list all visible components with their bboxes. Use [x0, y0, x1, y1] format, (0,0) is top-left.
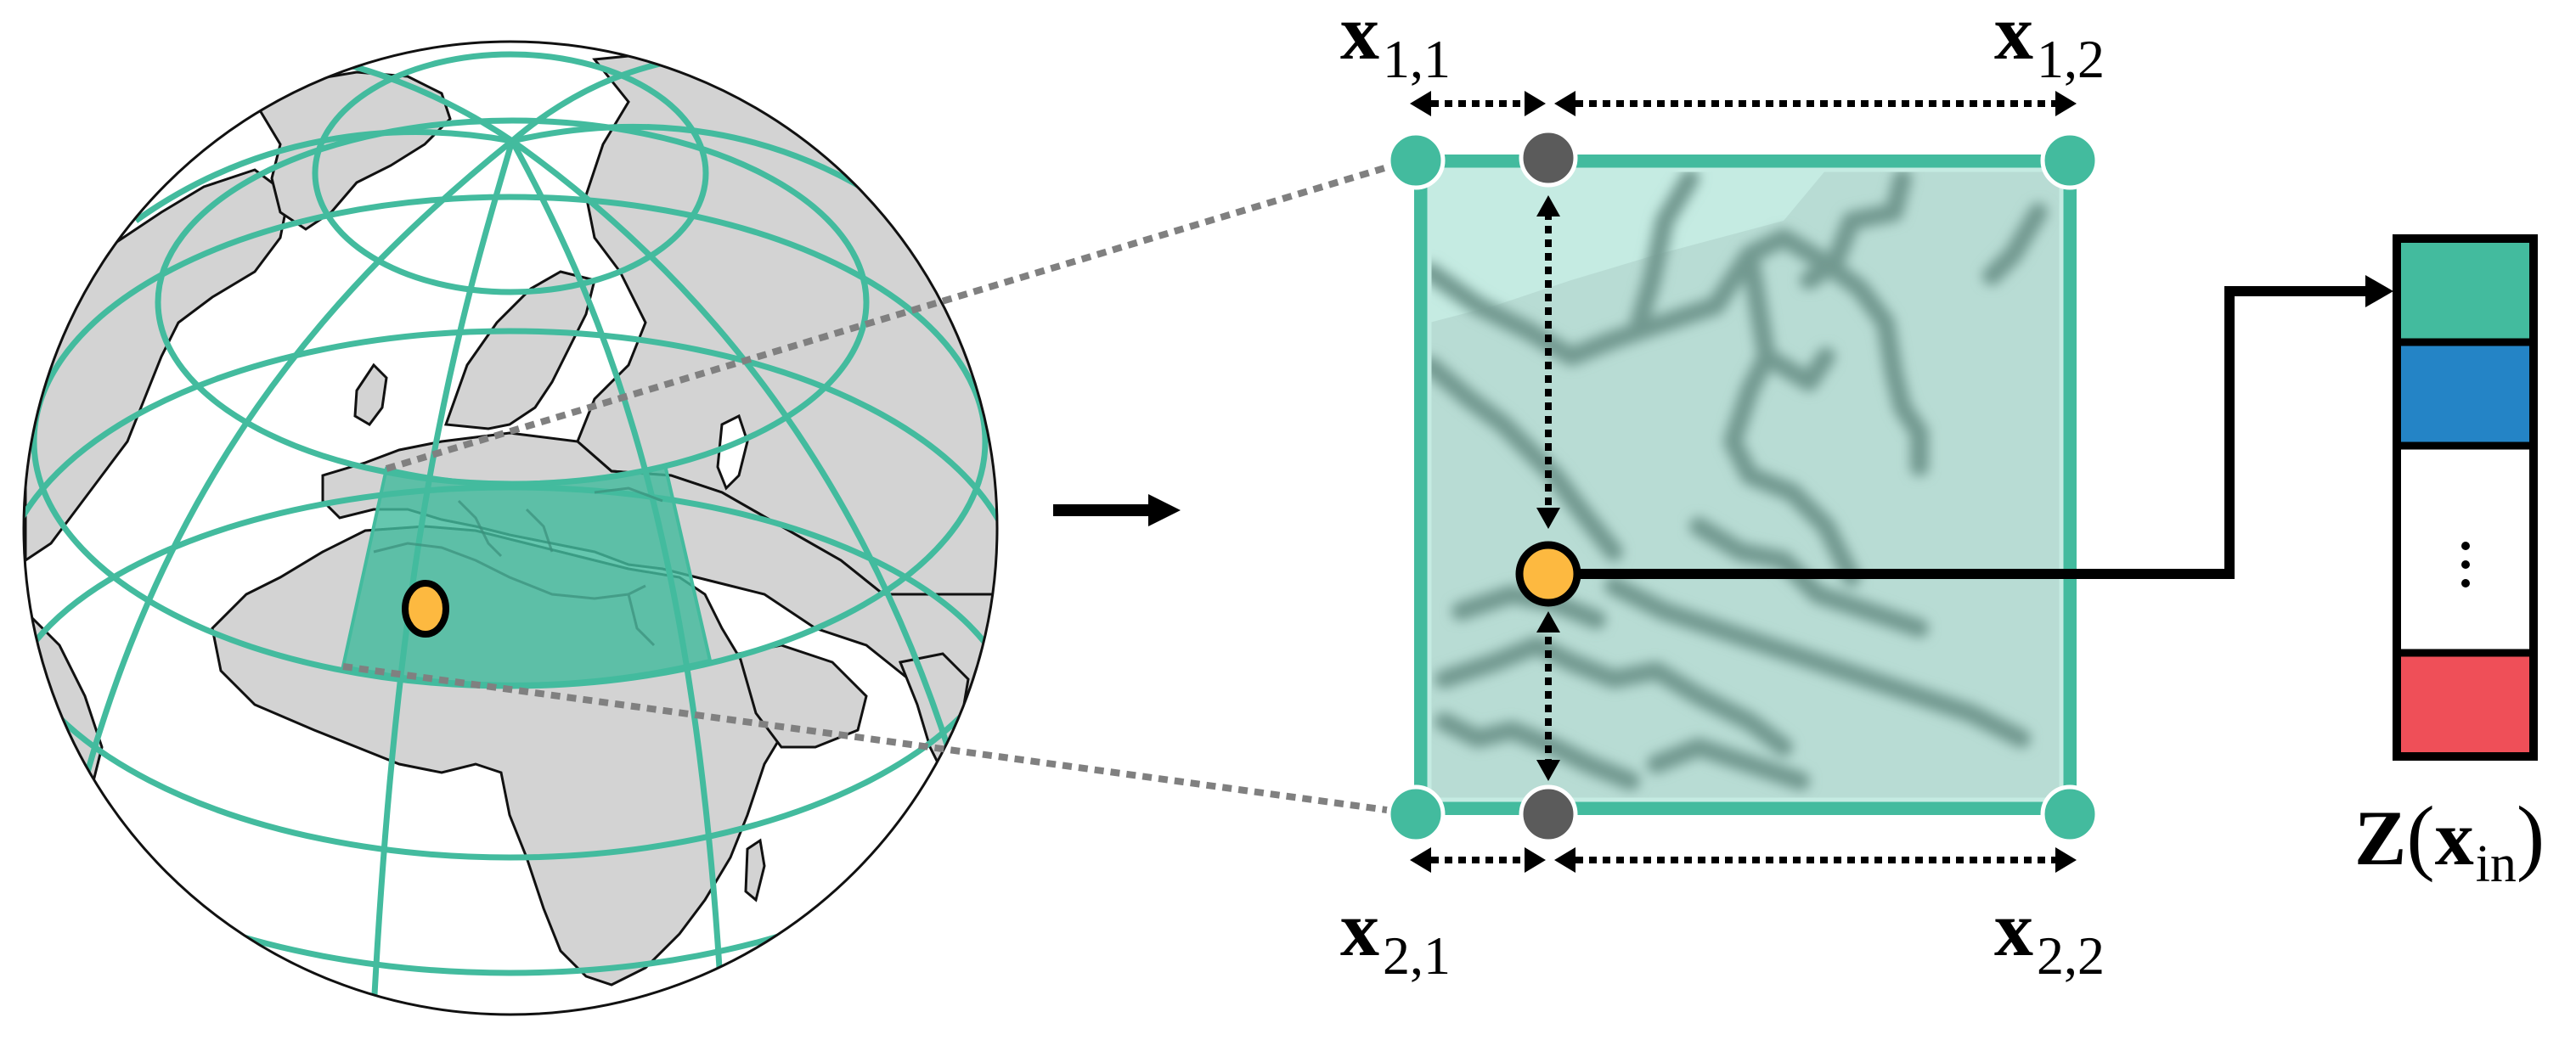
corner-node-x22[interactable] — [2040, 784, 2100, 844]
meridian-1 — [370, 140, 516, 1011]
label-z-arg-base: x — [2434, 795, 2474, 881]
caspian-sea — [716, 413, 749, 491]
label-x11-sub: 1,1 — [1383, 29, 1451, 89]
patch-frame — [1414, 155, 2077, 815]
feature-cell-blue — [2397, 344, 2534, 444]
label-x21: x2,1 — [1340, 890, 1451, 983]
meridian-4 — [510, 138, 972, 816]
label-x11-base: x — [1340, 0, 1379, 76]
globe-query-point[interactable] — [402, 580, 449, 638]
label-x12-sub: 1,2 — [2037, 29, 2105, 89]
patch-query-point[interactable] — [1515, 541, 1581, 607]
label-x11: x1,1 — [1340, 0, 1451, 87]
feature-cell-red — [2397, 655, 2534, 756]
transition-arrow — [1053, 494, 1181, 526]
feature-connector — [1580, 286, 2370, 579]
corner-node-x11[interactable] — [1386, 131, 1446, 190]
distance-arrow-vertical-top — [1536, 195, 1560, 529]
label-x22-sub: 2,2 — [2037, 925, 2105, 986]
distance-arrow-vertical-bottom — [1536, 611, 1560, 781]
distance-arrow-top-right — [1554, 91, 2077, 116]
label-x12: x1,2 — [1994, 0, 2105, 87]
corner-node-x21[interactable] — [1386, 784, 1446, 844]
patch-map-texture — [1429, 170, 2061, 800]
label-z-arg-sub: in — [2475, 835, 2517, 893]
feature-vector — [2393, 234, 2538, 761]
corner-node-x12[interactable] — [2040, 131, 2100, 190]
label-feature-vector: Z(xin) — [2354, 794, 2545, 891]
edge-node-top[interactable] — [1519, 128, 1578, 188]
label-z-func: Z — [2354, 795, 2407, 881]
ellipsis-dot-1 — [2461, 542, 2470, 550]
globe-outline — [22, 40, 999, 1016]
projection-line-top — [385, 162, 1395, 472]
land-british-isles — [353, 363, 388, 426]
feature-vector-frame — [2393, 234, 2538, 761]
distance-arrow-bottom-left — [1410, 847, 1546, 873]
globe — [22, 40, 999, 1016]
ellipsis-dot-2 — [2461, 560, 2470, 569]
feature-connector-arrowhead — [2365, 275, 2393, 307]
label-x22-base: x — [1994, 885, 2033, 972]
latitude-line-1 — [312, 51, 709, 295]
latitude-line-4 — [24, 328, 997, 861]
distance-arrow-top-left — [1410, 91, 1546, 116]
land-scandinavia — [443, 270, 596, 430]
label-x21-base: x — [1340, 885, 1379, 972]
meridian-7 — [133, 129, 513, 223]
ellipsis-dot-3 — [2461, 579, 2470, 587]
label-x12-base: x — [1994, 0, 2033, 76]
label-x21-sub: 2,1 — [1383, 925, 1451, 986]
feature-cell-teal — [2397, 239, 2534, 340]
local-patch — [1414, 155, 2077, 815]
label-x22: x2,2 — [1994, 890, 2105, 983]
edge-node-bottom[interactable] — [1519, 784, 1578, 844]
label-close-paren: ) — [2516, 789, 2545, 883]
land-madagascar — [744, 838, 766, 902]
meridian-3 — [65, 138, 515, 850]
highlight-coastline — [373, 486, 663, 647]
distance-arrow-bottom-right — [1554, 847, 2077, 873]
label-open-paren: ( — [2406, 789, 2435, 883]
